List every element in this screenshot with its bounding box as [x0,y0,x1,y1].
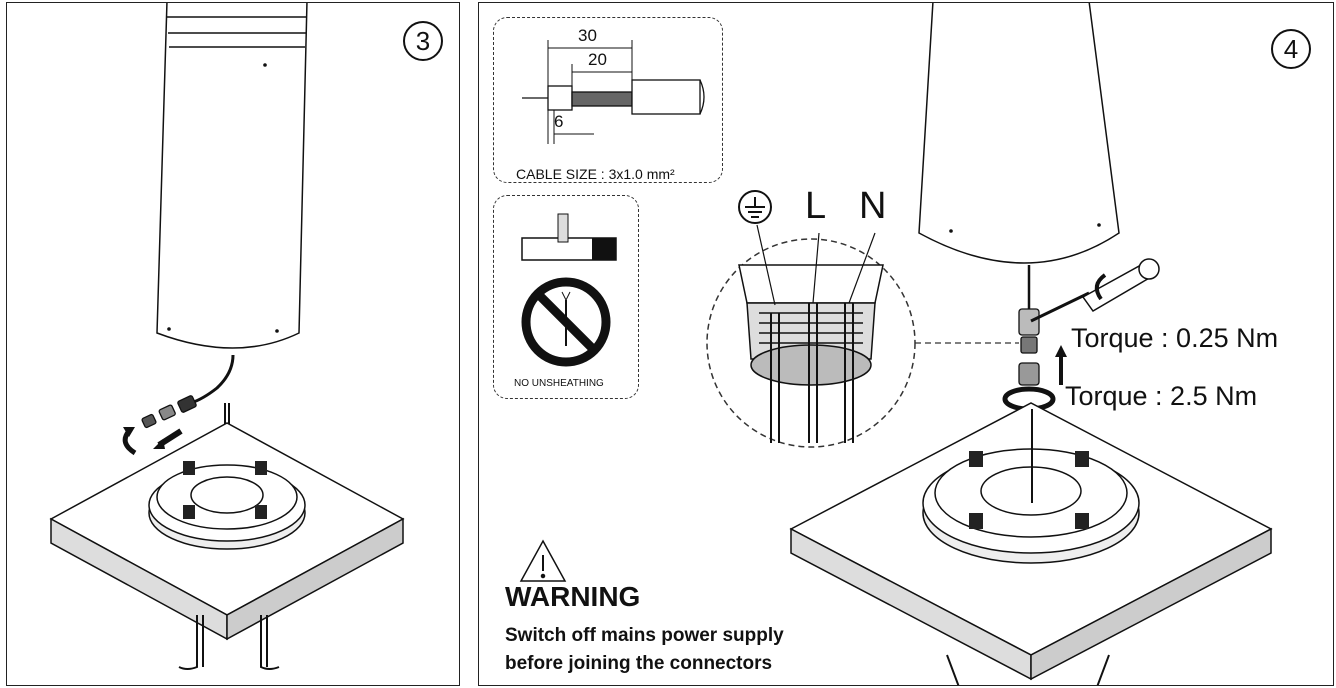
anchor-legs-4 [946,654,1110,685]
earth-ground-icon [738,190,772,224]
live-terminal-label: L [805,185,827,227]
step-4-badge: 4 [1271,29,1311,69]
no-unsheathing-inset: NO UNSHEATHING [493,195,639,399]
step-4-illustration [519,3,1273,685]
dim-20: 20 [588,50,607,69]
dim-6: 6 [554,112,564,131]
warning-triangle-icon [519,539,567,582]
prohibited-icon [521,277,611,367]
no-unsheathing-diagram [521,213,617,367]
step-3-panel: 3 [6,2,460,686]
base-ring-3 [148,464,306,550]
terminal-block [738,264,884,386]
step-4-panel: 30 20 6 CABLE SIZE : 3x1.0 mm² NO UNSHEA… [478,2,1334,686]
strip-length-inset: 30 20 6 CABLE SIZE : 3x1.0 mm² [493,17,723,183]
warning-text-line-1: Switch off mains power supply [505,625,784,646]
terminal-wires [770,303,854,443]
warning-title: WARNING [505,581,641,612]
no-unsheathing-label: NO UNSHEATHING [514,378,604,389]
bollard-cable [190,354,235,405]
dim-30: 30 [578,26,597,45]
warning-text-line-2: before joining the connectors [505,653,773,674]
step-3-badge: 3 [403,21,443,61]
bollard-body-4 [918,3,1120,264]
anchor-bolts-3 [183,461,267,519]
body-screw-hole [275,329,279,333]
cable-size-label: CABLE SIZE : 3x1.0 mm² [516,166,675,182]
step-3-illustration [49,3,405,670]
anchor-legs-3 [178,615,280,670]
strip-length-diagram [522,40,705,144]
anchor-bolts-4 [969,451,1089,529]
torque-upper-label: Torque : 0.25 Nm [1071,323,1279,353]
body-screw-hole [167,327,171,331]
cable-connector-4 [1018,308,1040,386]
torque-lower-label: Torque : 2.5 Nm [1065,381,1258,411]
cable-connector [141,395,197,429]
bollard-body-3 [156,3,308,349]
rotate-arrow-icon [1094,273,1107,301]
neutral-terminal-label: N [859,185,887,227]
body-screw-hole [263,63,267,67]
